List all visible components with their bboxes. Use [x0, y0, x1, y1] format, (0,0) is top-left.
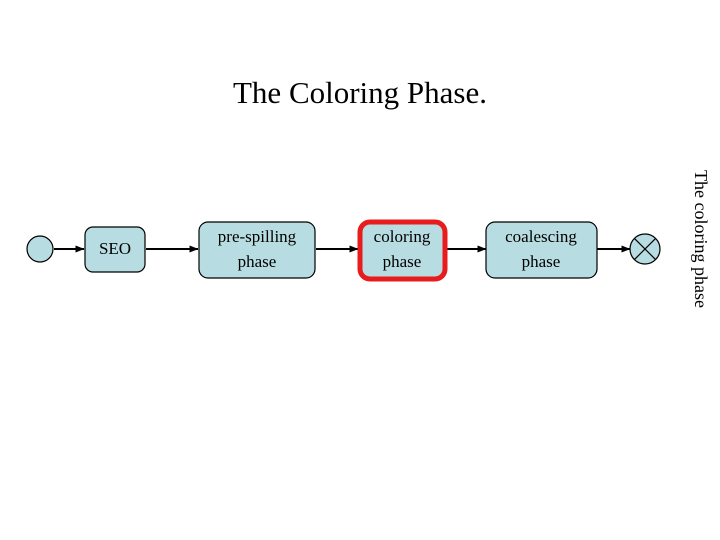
vertical-section-label: The coloring phase: [691, 170, 711, 308]
node-coloring[interactable]: coloring phase: [357, 219, 448, 282]
node-coalescing-label-line2: phase: [522, 252, 561, 271]
node-pre-spilling-label-line1: pre-spilling: [218, 227, 297, 246]
node-coloring-label-line1: coloring: [374, 227, 431, 246]
node-coalescing-box[interactable]: [485, 221, 598, 279]
node-coloring-label-line2: phase: [383, 252, 422, 271]
node-seo[interactable]: SEO: [84, 226, 146, 273]
node-coalescing[interactable]: coalescing phase: [485, 221, 598, 279]
node-pre-spilling-label-line2: phase: [238, 252, 277, 271]
terminate-node-icon[interactable]: [629, 233, 661, 265]
node-pre-spilling-box[interactable]: [198, 221, 316, 279]
node-seo-label-line1: SEO: [99, 239, 131, 258]
node-coalescing-label-line1: coalescing: [505, 227, 577, 246]
page-title: The Coloring Phase.: [233, 75, 487, 110]
terminate-cross-line-2: [633, 237, 657, 261]
node-coloring-box[interactable]: [357, 219, 448, 282]
start-node-icon[interactable]: [26, 235, 54, 263]
node-pre-spilling[interactable]: pre-spilling phase: [198, 221, 316, 279]
node-seo-box[interactable]: [84, 226, 146, 273]
